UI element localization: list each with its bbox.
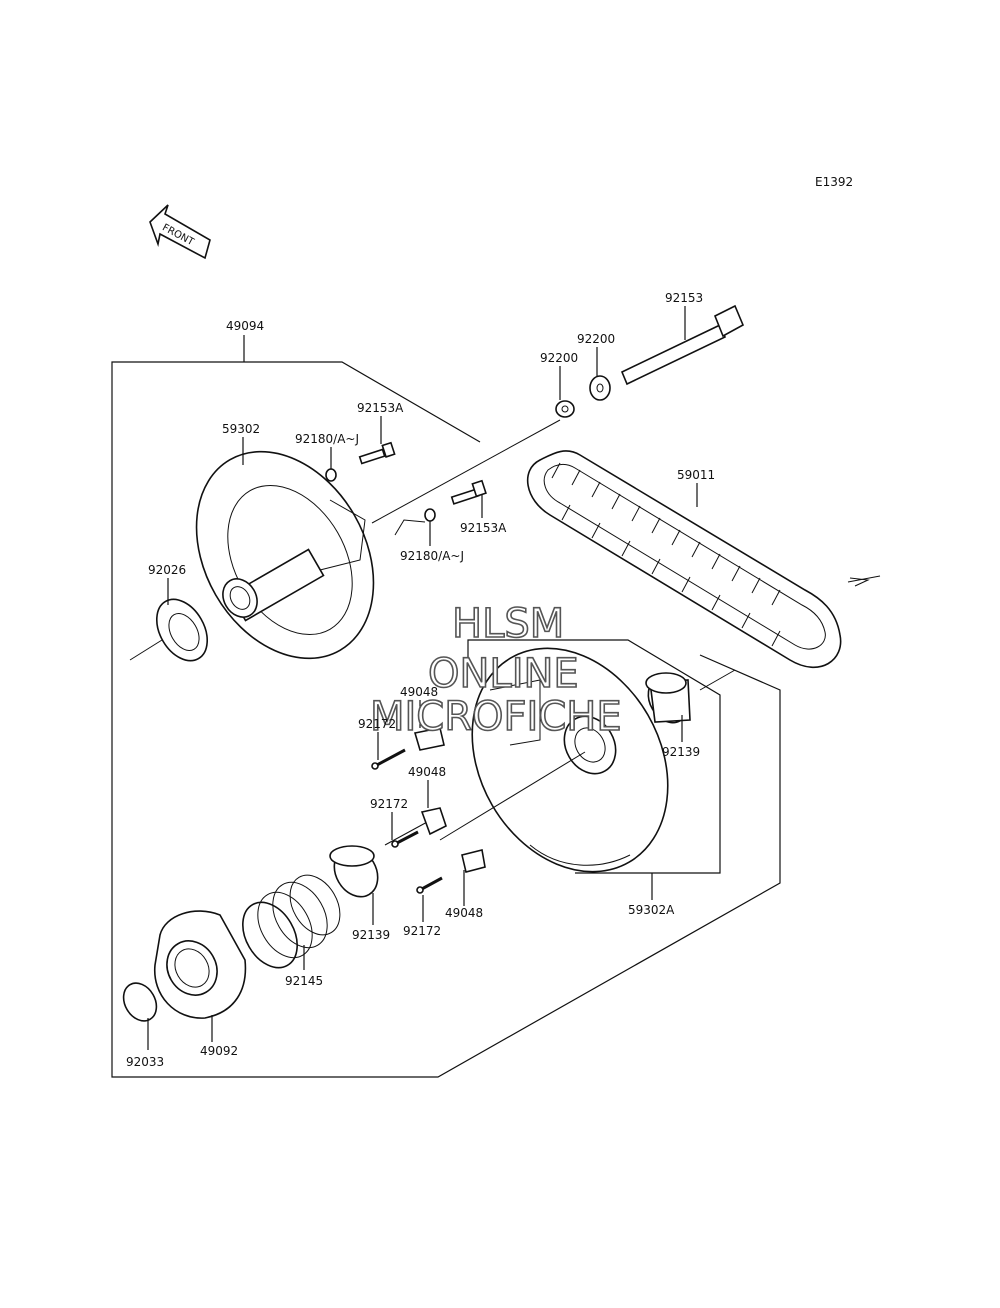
label-92200-left: 92200: [540, 351, 578, 365]
front-arrow-icon: FRONT: [149, 204, 211, 260]
label-92180-mid: 92180/A~J: [400, 549, 464, 563]
drive-belt-59011: [526, 450, 842, 669]
label-92172-b: 92172: [370, 797, 408, 811]
label-49094: 49094: [226, 319, 264, 333]
bolt-92153: [620, 304, 745, 386]
label-92139-left: 92139: [352, 928, 390, 942]
washer-92200-right: [589, 375, 611, 401]
label-92026: 92026: [148, 563, 186, 577]
bolt-92153A-mid: [450, 479, 487, 505]
label-59302A: 59302A: [628, 903, 675, 917]
label-49048-b: 49048: [408, 765, 446, 779]
label-92139-right: 92139: [662, 745, 700, 759]
screw-92172-a: [371, 748, 406, 770]
label-92153A-mid: 92153A: [460, 521, 507, 535]
label-92200-right: 92200: [577, 332, 615, 346]
circlip-92033: [122, 982, 158, 1022]
bolt-92153A-top: [358, 441, 396, 465]
washer-hole: [168, 613, 200, 651]
watermark-line2: ONLINE: [428, 651, 579, 697]
label-92033: 92033: [126, 1055, 164, 1069]
label-59011: 59011: [677, 468, 715, 482]
washer-92180-mid: [424, 508, 436, 522]
bushing-92139-right: [645, 672, 691, 724]
label-59302: 59302: [222, 422, 260, 436]
spring-92145: [242, 874, 341, 969]
label-49048-a: 49048: [400, 685, 438, 699]
belt-axis: [847, 575, 881, 583]
drive-sheave-59302: [195, 450, 375, 660]
washer-92180-top: [325, 468, 337, 482]
screw-92172-c: [416, 876, 443, 894]
label-92145: 92145: [285, 974, 323, 988]
watermark-line1: HLSM: [452, 601, 564, 647]
weight-49048-b: [420, 807, 447, 836]
washer-hole: [561, 405, 569, 413]
cam-49092: [154, 910, 247, 1019]
label-49048-c: 49048: [445, 906, 483, 920]
bushing-92139-left: [329, 845, 379, 898]
weight-49048-a: [413, 727, 445, 751]
washer-axis: [129, 639, 163, 661]
driven-sheave-59302A: [471, 647, 669, 873]
sheave-axis: [439, 751, 586, 841]
label-92153: 92153: [665, 291, 703, 305]
washer-92026: [155, 598, 209, 662]
label-92153A-top: 92153A: [357, 401, 404, 415]
weight-49048-c: [461, 849, 486, 873]
axis-step: [394, 519, 426, 536]
watermark-line3: MICROFICHE: [370, 694, 622, 740]
belt-arrow: [849, 577, 870, 587]
diagram-code: E1392: [815, 175, 853, 189]
washer-92200-left: [555, 400, 575, 418]
label-49092: 49092: [200, 1044, 238, 1058]
label-92180-top: 92180/A~J: [295, 432, 359, 446]
label-92172-c: 92172: [403, 924, 441, 938]
bracket-59302A: [467, 639, 721, 874]
assembly-outline-49094: [111, 361, 781, 1078]
screw-92172-b: [391, 830, 419, 848]
washer-hole: [596, 383, 604, 393]
bushing-axis: [699, 669, 736, 691]
label-92172-a: 92172: [358, 717, 396, 731]
shaft-axis: [371, 419, 561, 524]
